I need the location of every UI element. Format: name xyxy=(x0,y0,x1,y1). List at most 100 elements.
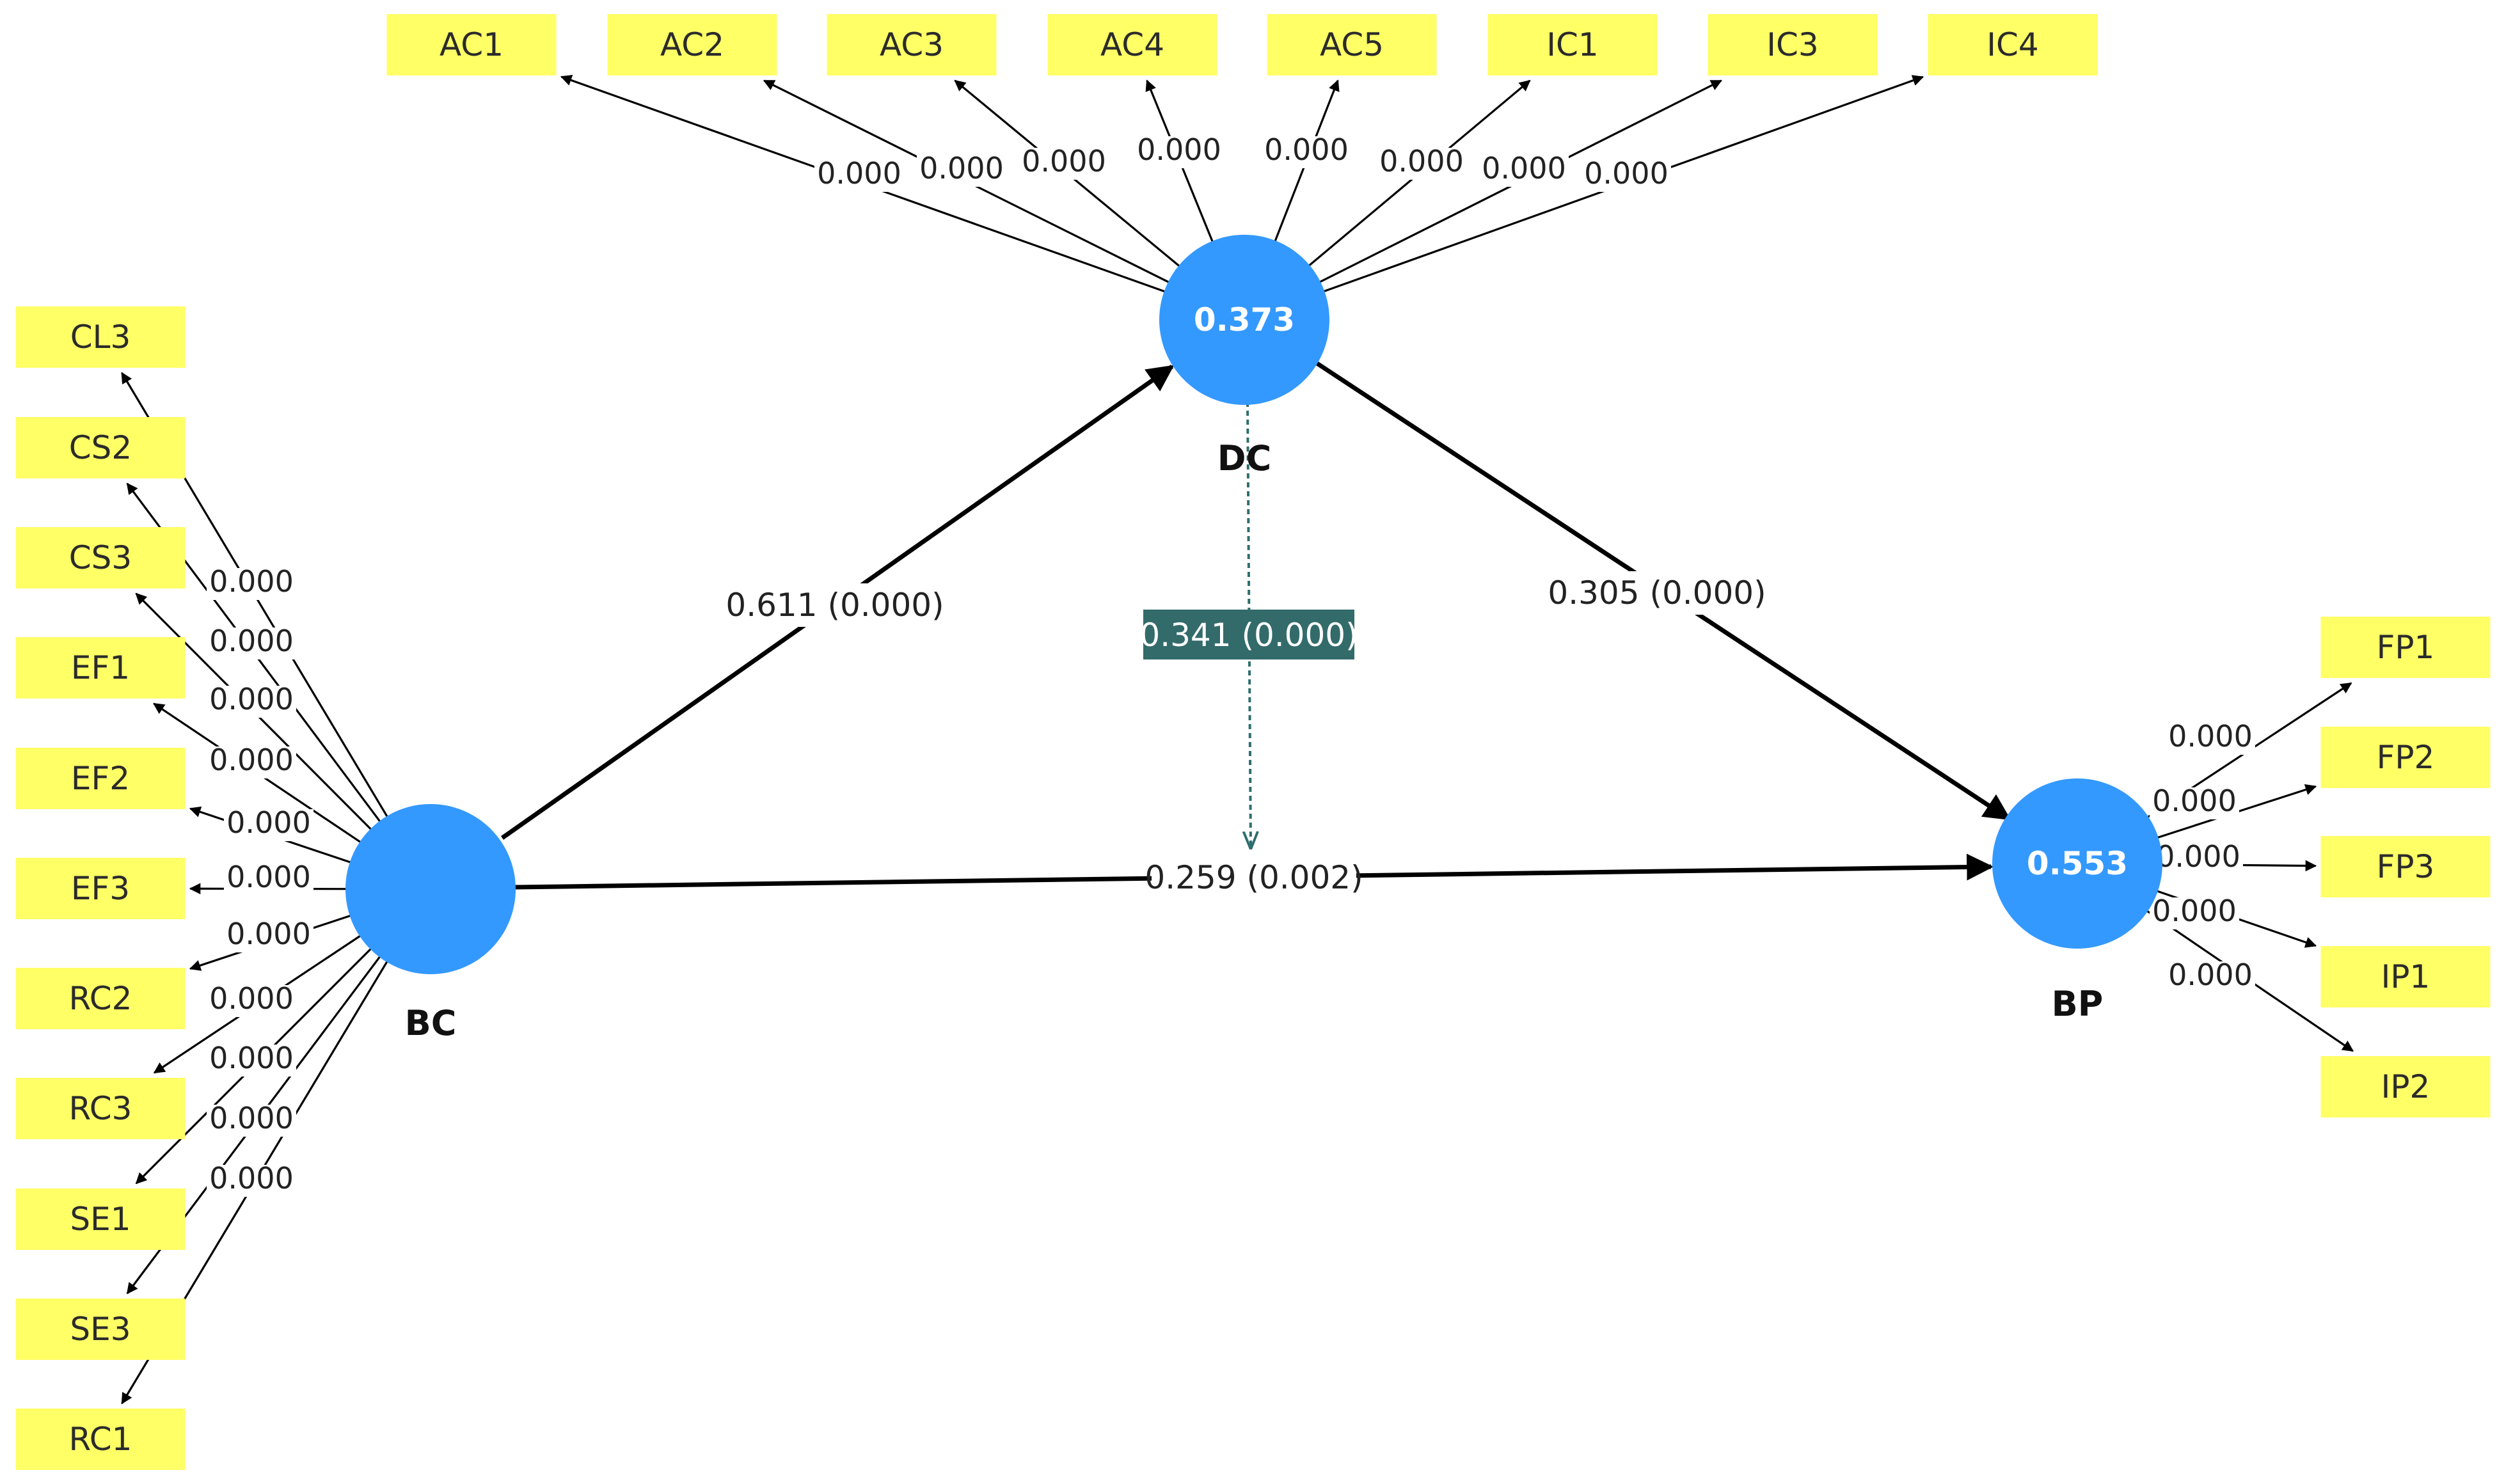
path-label-bc-dc: 0.611 (0.000) xyxy=(725,587,944,624)
weight-label-bg-rc2 xyxy=(224,920,313,952)
indicator-label-ef2: EF2 xyxy=(71,760,130,797)
indicator-label-ic1: IC1 xyxy=(1546,26,1598,63)
indicator-box-ef1[interactable] xyxy=(15,637,186,699)
weight-label-bg-cs3 xyxy=(207,686,296,718)
weight-label-bg-ac2 xyxy=(917,155,1006,187)
indicator-box-rc2[interactable] xyxy=(15,968,186,1029)
indicator-box-ef3[interactable] xyxy=(15,858,186,919)
indicator-box-ic4[interactable] xyxy=(1928,14,2098,75)
weight-label-cl3: 0.000 xyxy=(209,564,294,599)
indicator-label-ic3: IC3 xyxy=(1766,26,1818,63)
indicator-box-cs2[interactable] xyxy=(15,417,186,478)
loading-arrow-cs3 xyxy=(135,592,386,845)
weight-label-bg-fp2 xyxy=(2150,787,2239,819)
weight-label-bg-ac3 xyxy=(1019,148,1109,180)
weight-label-bg-fp3 xyxy=(2153,843,2243,875)
moderation-label: 0.341 (0.000) xyxy=(1139,617,1358,654)
indicator-label-cs2: CS2 xyxy=(69,429,132,466)
loading-arrow-ac3 xyxy=(954,79,1196,280)
construct-circle-bc[interactable] xyxy=(345,804,516,974)
construct-circle-bp[interactable] xyxy=(1992,778,2162,949)
weight-label-bg-cl3 xyxy=(207,568,296,600)
weight-label-bg-ac4 xyxy=(1134,136,1224,168)
weight-label-ip2: 0.000 xyxy=(2168,958,2253,992)
indicator-label-ef1: EF1 xyxy=(71,649,130,686)
moderation-arrow xyxy=(1248,401,1251,848)
construct-name-dc: DC xyxy=(1217,438,1271,478)
weight-label-fp2: 0.000 xyxy=(2152,784,2237,818)
indicator-box-se1[interactable] xyxy=(15,1188,186,1250)
weight-label-ac4: 0.000 xyxy=(1137,132,1221,167)
indicator-label-ac4: AC4 xyxy=(1100,26,1164,63)
loading-arrow-ef1 xyxy=(153,702,378,855)
indicator-box-ic1[interactable] xyxy=(1487,14,1658,75)
weight-label-bg-se3 xyxy=(207,1105,296,1137)
indicator-box-ip1[interactable] xyxy=(2320,946,2491,1007)
weight-label-rc1: 0.000 xyxy=(209,1161,294,1196)
indicator-box-fp1[interactable] xyxy=(2320,617,2491,678)
indicator-box-fp2[interactable] xyxy=(2320,727,2491,788)
weight-label-bg-ic3 xyxy=(1479,155,1569,187)
path-coefficient-labels: 0.611 (0.000) 0.305 (0.000) 0.259 (0.002… xyxy=(725,571,1766,898)
weight-label-bg-ic4 xyxy=(1582,160,1671,192)
path-label-bg-bc-dc xyxy=(736,583,934,627)
indicator-label-ic4: IC4 xyxy=(1986,26,2038,63)
indicator-label-se3: SE3 xyxy=(70,1311,131,1348)
weight-label-ac2: 0.000 xyxy=(919,151,1004,186)
weight-label-bg-rc3 xyxy=(207,985,296,1017)
weight-label-ic4: 0.000 xyxy=(1584,156,1669,191)
weight-label-bg-ef1 xyxy=(207,746,296,778)
weight-label-rc3: 0.000 xyxy=(209,981,294,1016)
indicator-label-ac3: AC3 xyxy=(880,26,944,63)
weight-label-bg-se1 xyxy=(207,1045,296,1077)
indicator-label-ac5: AC5 xyxy=(1320,26,1384,63)
weight-label-bg-fp1 xyxy=(2166,723,2255,755)
indicator-box-ac1[interactable] xyxy=(386,14,557,75)
indicator-box-fp3[interactable] xyxy=(2320,836,2491,897)
indicator-box-rc1[interactable] xyxy=(15,1409,186,1470)
weight-label-ip1: 0.000 xyxy=(2152,894,2237,928)
outer-weight-labels: 0.000 0.000 0.000 0.000 0.000 0.000 0.000 0.000… xyxy=(207,132,2255,1197)
construct-bc[interactable]: BC xyxy=(345,804,516,1043)
path-label-bc-bp: 0.259 (0.002) xyxy=(1145,859,1363,896)
indicator-box-rc3[interactable] xyxy=(15,1078,186,1139)
construct-circle-dc[interactable] xyxy=(1159,235,1329,405)
indicator-box-se3[interactable] xyxy=(15,1298,186,1360)
indicator-box-ic3[interactable] xyxy=(1708,14,1878,75)
indicator-label-ef3: EF3 xyxy=(71,870,130,907)
construct-name-bc: BC xyxy=(405,1003,457,1043)
weight-label-bg-ac5 xyxy=(1262,136,1351,168)
indicator-label-rc2: RC2 xyxy=(69,980,132,1017)
indicator-box-cl3[interactable] xyxy=(15,306,186,368)
indicator-box-cs3[interactable] xyxy=(15,527,186,588)
weight-label-bg-ac1 xyxy=(814,160,904,192)
weight-label-ef1: 0.000 xyxy=(209,743,294,777)
construct-bp[interactable]: 0.553 BP xyxy=(1992,778,2162,1024)
path-label-dc-bp: 0.305 (0.000) xyxy=(1548,574,1766,612)
indicator-label-se1: SE1 xyxy=(70,1201,131,1238)
indicator-label-fp1: FP1 xyxy=(2377,629,2435,666)
construct-dc[interactable]: 0.373 DC xyxy=(1159,235,1329,478)
weight-label-bg-cs2 xyxy=(207,628,296,659)
weight-label-ac5: 0.000 xyxy=(1264,132,1349,167)
weight-label-ac1: 0.000 xyxy=(817,156,901,191)
r-squared-bp: 0.553 xyxy=(2027,845,2128,882)
indicator-label-ip1: IP1 xyxy=(2381,958,2430,995)
weight-label-se1: 0.000 xyxy=(209,1041,294,1075)
indicator-label-ac2: AC2 xyxy=(660,26,724,63)
indicator-box-ip2[interactable] xyxy=(2320,1056,2491,1117)
indicator-box-ac2[interactable] xyxy=(607,14,777,75)
path-label-bg-bc-bp xyxy=(1152,857,1356,898)
weight-label-bg-ef3 xyxy=(224,864,313,896)
indicator-box-ac4[interactable] xyxy=(1047,14,1217,75)
indicator-box-ac5[interactable] xyxy=(1267,14,1437,75)
weight-label-cs2: 0.000 xyxy=(209,624,294,658)
indicator-box-ac3[interactable] xyxy=(827,14,997,75)
weight-label-cs3: 0.000 xyxy=(209,682,294,716)
weight-label-ic3: 0.000 xyxy=(1482,151,1566,186)
weight-label-rc2: 0.000 xyxy=(226,917,311,951)
weight-label-fp3: 0.000 xyxy=(2156,839,2240,874)
indicator-box-ef2[interactable] xyxy=(15,748,186,809)
r-squared-dc: 0.373 xyxy=(1194,301,1295,338)
